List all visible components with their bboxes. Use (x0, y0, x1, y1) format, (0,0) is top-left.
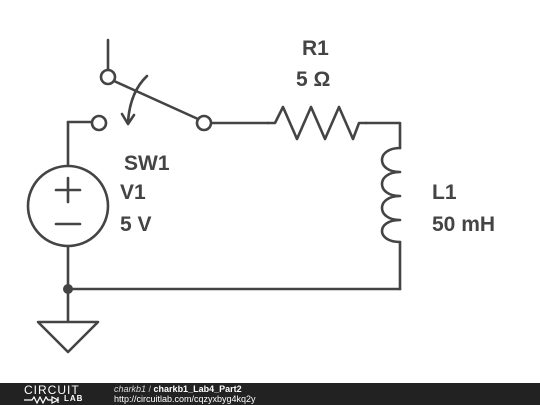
voltage-source-v1 (26, 164, 110, 248)
switch-blade (112, 79, 200, 121)
switch-arrowhead (120, 112, 136, 126)
resistor-value-label: 5 Ω (296, 68, 330, 91)
source-plus-symbol (54, 176, 82, 204)
switch-throw-right-terminal (195, 114, 213, 132)
inductor-value-label: 50 mH (432, 213, 495, 236)
switch-motion-arrow (126, 74, 149, 124)
resistor-r1 (266, 105, 368, 141)
switch-common-terminal (99, 68, 117, 86)
ground-symbol (36, 320, 100, 354)
switch-ref-label: SW1 (124, 152, 170, 175)
footer-url-line: http://circuitlab.com/cqzyxbyg4kq2y (114, 394, 256, 404)
wire-resistor-to-inductor (364, 121, 402, 150)
source-value-label: 5 V (120, 213, 152, 236)
source-ref-label: V1 (120, 181, 146, 204)
path-separator: / (146, 384, 154, 394)
source-circle (26, 164, 110, 248)
resistor-ref-label: R1 (302, 37, 329, 60)
author-link[interactable]: charkb1 (114, 384, 147, 394)
circuit-url-link[interactable]: http://circuitlab.com/cqzyxbyg4kq2y (114, 394, 256, 404)
logo-word-lab: LAB (64, 394, 84, 403)
footer-title-line: charkb1 / charkb1_Lab4_Part2 (114, 384, 242, 394)
logo-resistor-icon (24, 396, 60, 404)
circuit-schematic: SW1 V1 5 V R1 5 Ω L1 50 mH (26, 37, 495, 354)
inductor-l1 (380, 146, 402, 244)
junction-node (63, 284, 73, 294)
footer-bar: CIRCUIT LAB charkb1 / charkb1_Lab4_Part2… (0, 383, 540, 405)
inductor-ref-label: L1 (432, 181, 457, 204)
switch-throw-left-terminal (90, 114, 108, 132)
circuitlab-logo[interactable]: CIRCUIT LAB (24, 383, 92, 404)
circuit-title-link[interactable]: charkb1_Lab4_Part2 (153, 384, 242, 394)
logo-word-circuit: CIRCUIT (24, 383, 80, 397)
switch-sw1 (90, 68, 213, 132)
